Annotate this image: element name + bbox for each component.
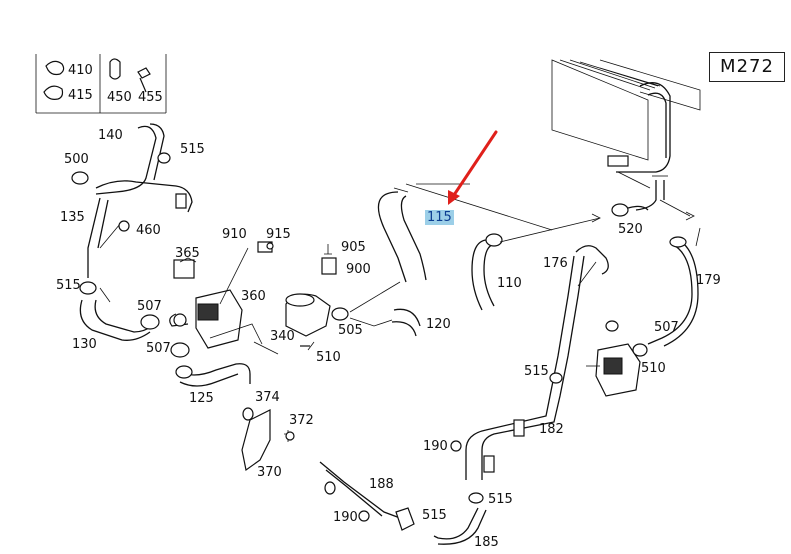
callout-910[interactable]: 910	[222, 227, 247, 242]
callout-365[interactable]: 365	[175, 246, 200, 261]
callout-500[interactable]: 500	[64, 152, 89, 167]
callout-515[interactable]: 515	[488, 492, 513, 507]
callout-140[interactable]: 140	[98, 128, 123, 143]
callout-135[interactable]: 135	[60, 210, 85, 225]
callout-507[interactable]: 507	[146, 341, 171, 356]
hose-125	[175, 323, 279, 387]
radiator	[551, 59, 701, 211]
callout-115-highlighted[interactable]: 115	[425, 210, 454, 225]
callout-520[interactable]: 520	[618, 222, 643, 237]
callout-176[interactable]: 176	[543, 256, 568, 271]
hose-140-135	[71, 123, 193, 295]
clamp-450-icon	[109, 58, 121, 80]
callout-915[interactable]: 915	[266, 227, 291, 242]
callout-360[interactable]: 360	[241, 289, 266, 304]
legend-label-455[interactable]: 455	[138, 90, 163, 105]
legend-label-415[interactable]: 415	[68, 88, 93, 103]
legend-label-450[interactable]: 450	[107, 90, 132, 105]
hose-115	[349, 183, 553, 313]
callout-185[interactable]: 185	[474, 535, 499, 550]
callout-507[interactable]: 507	[137, 299, 162, 314]
clip-415-icon	[43, 85, 64, 100]
callout-374[interactable]: 374	[255, 390, 280, 405]
callout-190[interactable]: 190	[423, 439, 448, 454]
callout-515[interactable]: 515	[524, 364, 549, 379]
callout-510[interactable]: 510	[316, 350, 341, 365]
callout-120[interactable]: 120	[426, 317, 451, 332]
callout-905[interactable]: 905	[341, 240, 366, 255]
valve-510	[549, 320, 648, 397]
pump-340	[285, 244, 349, 351]
callout-515[interactable]: 515	[422, 508, 447, 523]
hose-188-185	[319, 440, 487, 545]
callout-130[interactable]: 130	[72, 337, 97, 352]
callout-515[interactable]: 515	[56, 278, 81, 293]
callout-507[interactable]: 507	[654, 320, 679, 335]
valve-900	[321, 257, 337, 275]
engine-code-badge: M272	[709, 52, 785, 82]
callout-372[interactable]: 372	[289, 413, 314, 428]
callout-460[interactable]: 460	[136, 223, 161, 238]
callout-110[interactable]: 110	[497, 276, 522, 291]
hose-179	[611, 199, 701, 347]
legend-box	[35, 54, 167, 114]
callout-510[interactable]: 510	[641, 361, 666, 376]
callout-179[interactable]: 179	[696, 273, 721, 288]
callout-515[interactable]: 515	[180, 142, 205, 157]
clamp-500	[71, 171, 89, 185]
callout-370[interactable]: 370	[257, 465, 282, 480]
clamp-505	[331, 307, 349, 321]
hose-120	[349, 308, 421, 337]
bracket-370	[241, 407, 295, 472]
hose-110	[471, 213, 601, 311]
callout-125[interactable]: 125	[189, 391, 214, 406]
callout-182[interactable]: 182	[539, 422, 564, 437]
callout-340[interactable]: 340	[270, 329, 295, 344]
legend-label-410[interactable]: 410	[68, 63, 93, 78]
clamp-515	[157, 152, 171, 164]
hose-176-182	[465, 245, 609, 480]
callout-900[interactable]: 900	[346, 262, 371, 277]
clip-410-icon	[45, 60, 65, 76]
hose-130	[79, 287, 153, 341]
callout-188[interactable]: 188	[369, 477, 394, 492]
callout-190[interactable]: 190	[333, 510, 358, 525]
callout-505[interactable]: 505	[338, 323, 363, 338]
bolt-455-icon	[137, 67, 151, 93]
red-pointer-arrow	[448, 130, 498, 205]
connector-365	[173, 259, 195, 279]
pump-360	[140, 241, 274, 358]
